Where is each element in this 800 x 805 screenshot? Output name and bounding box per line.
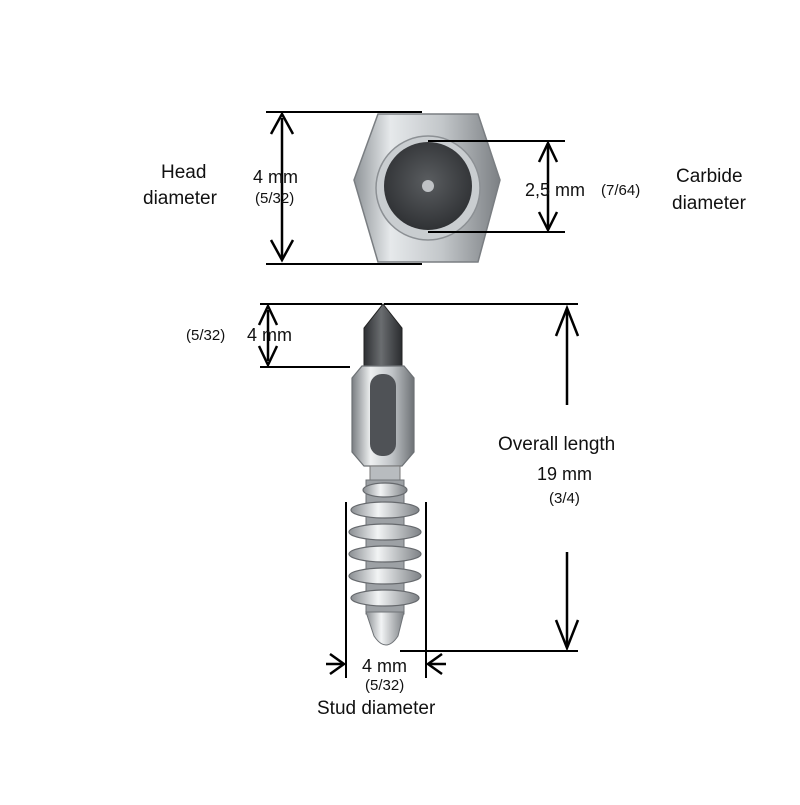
overall-value-mm: 19 mm: [537, 464, 593, 484]
tip-value-in: (5/32): [186, 327, 226, 344]
head-value-mm: 4 mm: [253, 167, 298, 187]
head-label-line2: diameter: [143, 188, 217, 209]
head-value-in: (5/32): [255, 190, 295, 207]
stud-diameter-dimension: [326, 502, 446, 678]
overall-value-in: (3/4): [549, 490, 580, 507]
stud-value-in: (5/32): [365, 677, 405, 694]
overall-length-label: Overall length: [498, 434, 616, 455]
stud-diameter-label: Stud diameter: [317, 698, 436, 719]
carbide-value-in: (7/64): [601, 182, 641, 199]
carbide-label-line2: diameter: [672, 193, 746, 214]
stud-side-view: [348, 303, 422, 646]
carbide-value-mm: 2,5 mm: [525, 180, 586, 200]
overall-length-dimension: [384, 303, 580, 652]
tip-height-dimension: [257, 303, 382, 368]
tip-value-mm: 4 mm: [247, 325, 292, 345]
carbide-diameter-dimension: [428, 140, 565, 233]
carbide-label-line1: Carbide: [676, 166, 743, 187]
head-diameter-dimension: [266, 111, 422, 265]
hex-head-top-view: [353, 113, 501, 263]
thread-rings: [348, 482, 422, 607]
stud-value-mm: 4 mm: [362, 656, 407, 676]
head-label-line1: Head: [161, 162, 207, 183]
